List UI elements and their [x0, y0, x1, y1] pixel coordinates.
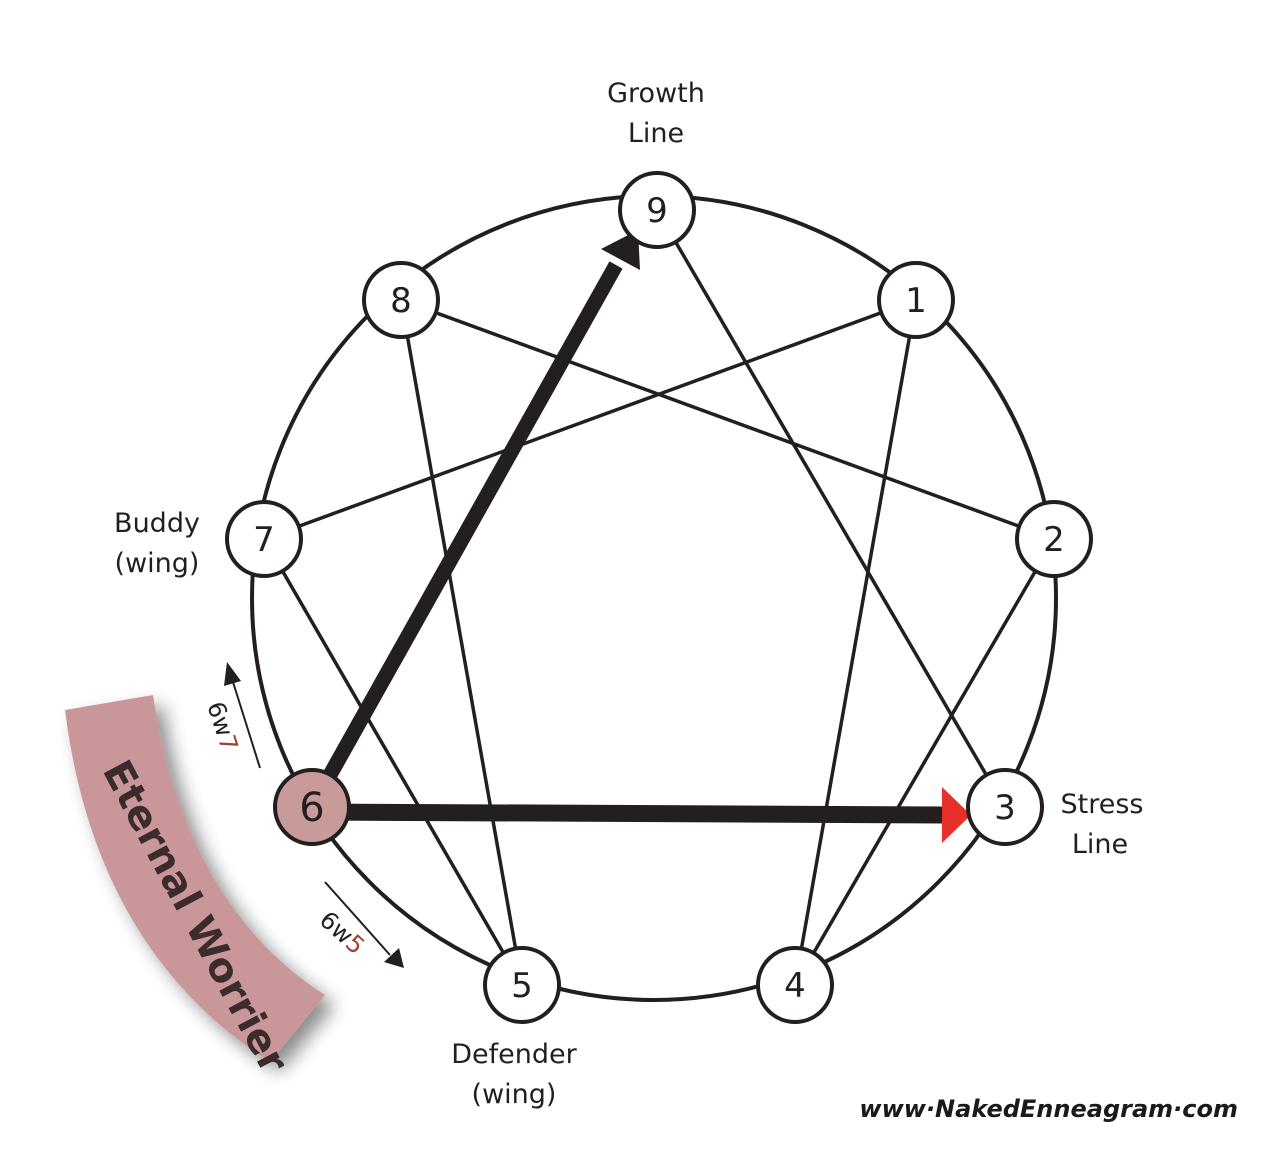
- defender-label-2: (wing): [472, 1079, 557, 1110]
- node-5-label: 5: [511, 966, 533, 1006]
- node-3[interactable]: 3: [966, 768, 1044, 846]
- stress-line: [311, 803, 943, 824]
- wing-label-6w5: 6w5: [314, 906, 370, 960]
- website-label: www·NakedEnneagram·com: [859, 1095, 1238, 1123]
- band-shape: [65, 695, 325, 1062]
- stress-line-label-1: Stress: [1061, 789, 1144, 820]
- node-4-label: 4: [784, 966, 806, 1006]
- wing-arrow-7: [224, 662, 261, 769]
- node-8[interactable]: 8: [362, 261, 440, 339]
- node-8-label: 8: [390, 281, 412, 321]
- node-2[interactable]: 2: [1015, 500, 1093, 578]
- node-6[interactable]: 6: [273, 768, 351, 846]
- eternal-worrier-band: [65, 695, 325, 1062]
- node-3-label: 3: [994, 788, 1016, 828]
- defender-label-1: Defender: [451, 1039, 577, 1070]
- growth-line-label-1: Growth: [607, 78, 705, 109]
- wing-arrow-5: [324, 881, 404, 968]
- node-5[interactable]: 5: [483, 946, 561, 1024]
- node-2-label: 2: [1043, 520, 1065, 560]
- buddy-label-1: Buddy: [114, 508, 200, 539]
- line-9-3: [655, 209, 1007, 808]
- node-1-label: 1: [905, 281, 927, 321]
- node-9-label: 9: [646, 191, 668, 231]
- growth-line: [305, 261, 623, 811]
- node-6-label: 6: [299, 785, 324, 831]
- growth-line-label-2: Line: [628, 118, 684, 149]
- stress-arrowhead: [942, 787, 971, 843]
- stress-line-label-2: Line: [1072, 829, 1128, 860]
- buddy-label-2: (wing): [115, 548, 200, 579]
- node-7-label: 7: [253, 520, 275, 560]
- wing-label-6w7: 6w7: [201, 698, 243, 754]
- node-9[interactable]: 9: [618, 171, 696, 249]
- node-1[interactable]: 1: [877, 261, 955, 339]
- node-7[interactable]: 7: [225, 500, 303, 578]
- growth-arrowhead: [601, 230, 640, 270]
- node-4[interactable]: 4: [756, 946, 834, 1024]
- band-label: Eternal Worrier: [93, 753, 296, 1081]
